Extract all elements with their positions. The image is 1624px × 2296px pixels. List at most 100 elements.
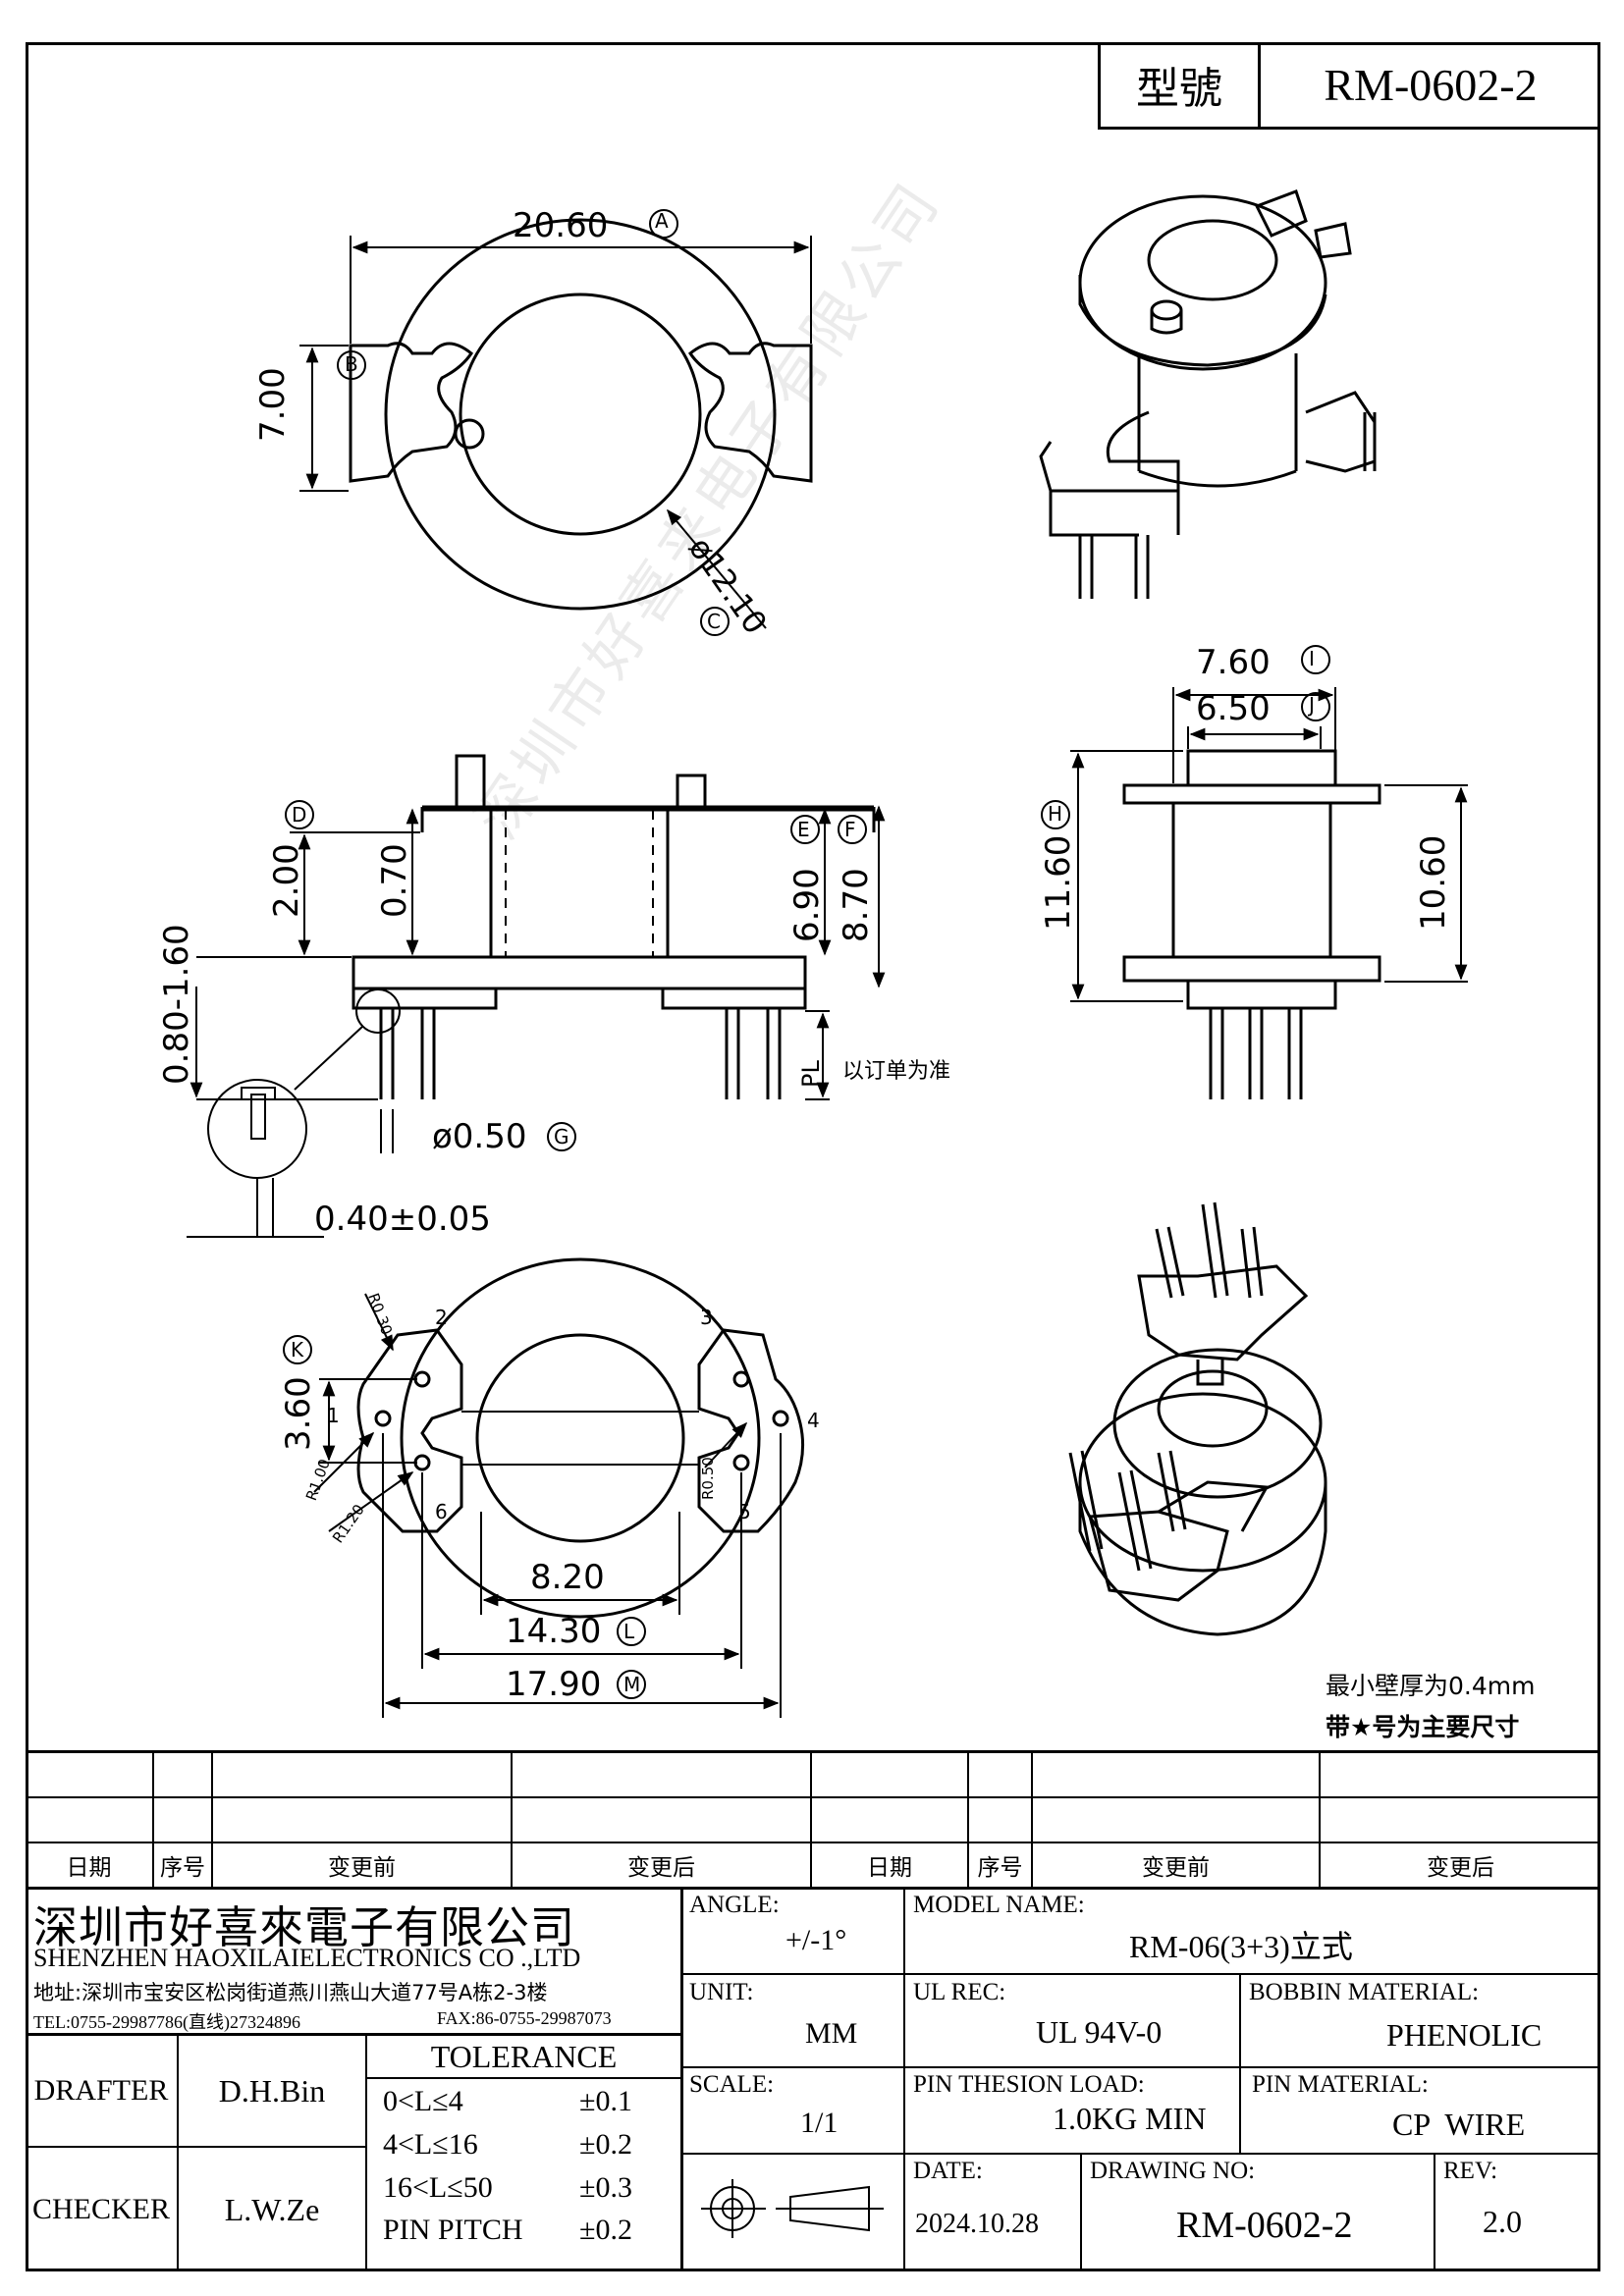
tolerance-value-3: ±0.3: [579, 2171, 632, 2204]
pin-load-label: PIN THESION LOAD:: [913, 2071, 1145, 2098]
dim-i: 7.60: [1196, 643, 1271, 682]
dim-h-tag: H: [1048, 802, 1063, 826]
dim-pin-dia: ø0.50: [432, 1117, 527, 1156]
rev-line-top: [26, 1750, 1600, 1753]
tb-vline-company: [680, 1887, 683, 2271]
model-name-value: RM-06(3+3)立式: [1129, 1929, 1353, 1964]
tolerance-label: TOLERANCE: [367, 2036, 680, 2079]
top-view: [299, 209, 813, 636]
rev-line-2: [26, 1842, 1600, 1843]
dim-l-tag: L: [623, 1620, 635, 1643]
date-value: 2024.10.28: [915, 2209, 1039, 2239]
model-label: 型號: [1098, 42, 1261, 130]
dim-m-tag: M: [623, 1673, 641, 1696]
rev-vline-7: [1319, 1750, 1321, 1887]
tb-vline-angle: [903, 1887, 905, 2271]
drafter-name: D.H.Bin: [218, 2072, 326, 2109]
dim-i-tag: I: [1309, 647, 1315, 670]
dim-pin-range: 0.80-1.60: [157, 924, 196, 1085]
dim-10: 10.60: [1414, 834, 1453, 931]
projection-symbol-icon: [701, 2179, 884, 2238]
dim-l: 14.30: [506, 1612, 602, 1651]
tolerance-value-4: ±0.2: [579, 2214, 632, 2246]
pin-number-4: 4: [807, 1409, 820, 1432]
pin-number-6: 6: [435, 1500, 448, 1523]
isometric-view-bottom: [1068, 1201, 1327, 1636]
side-view: [1041, 645, 1468, 1099]
dim-wall: 0.70: [375, 843, 414, 918]
bobbin-value: PHENOLIC: [1386, 2017, 1543, 2053]
drawing-frame: [26, 42, 1600, 2271]
dim-slot: 0.40±0.05: [314, 1200, 491, 1239]
rev-header-seq-2: 序号: [977, 1855, 1023, 1881]
tb-line-company-bottom: [26, 2033, 683, 2036]
rev-vline-1: [152, 1750, 154, 1887]
tb-line-scale: [680, 2153, 1600, 2155]
dim-m: 17.90: [506, 1665, 602, 1704]
bottom-view: [283, 1257, 805, 1718]
dim-dia-tag: C: [707, 610, 721, 633]
key-note: 带★号为主要尺寸: [1326, 1713, 1520, 1741]
technical-drawings: [187, 189, 1468, 1718]
tb-line-drafter: [26, 2146, 367, 2148]
company-fax: FAX:86-0755-29987073: [437, 2008, 612, 2028]
angle-value: +/-1°: [785, 1924, 847, 1956]
dim-width-tag: A: [655, 209, 669, 233]
tolerance-value-1: ±0.1: [579, 2085, 632, 2117]
rev-value: 2.0: [1483, 2204, 1522, 2239]
pin-number-2: 2: [435, 1306, 448, 1329]
tolerance-range-2: 4<L≤16: [383, 2128, 478, 2161]
dim-width: 20.60: [513, 206, 609, 245]
company-address: 地址:深圳市宝安区松岗街道燕川燕山大道77号A栋2-3楼: [33, 1981, 548, 2004]
date-label: DATE:: [913, 2158, 983, 2184]
scale-value: 1/1: [800, 2107, 839, 2139]
pin-number-3: 3: [700, 1306, 713, 1329]
rev-vline-2: [211, 1750, 213, 1887]
isometric-view-top: [1039, 189, 1377, 599]
wall-note: 最小壁厚为0.4mm: [1326, 1672, 1536, 1700]
rev-header-date-2: 日期: [867, 1855, 912, 1881]
drawing-no-label: DRAWING NO:: [1090, 2158, 1256, 2184]
dim-core-tag: E: [797, 818, 810, 841]
dim-pin-dia-tag: G: [554, 1125, 569, 1148]
checker-name: L.W.Ze: [224, 2191, 320, 2227]
rev-header-after-2: 变更后: [1427, 1855, 1494, 1881]
checker-label: CHECKER: [31, 2193, 170, 2225]
dim-flange: 2.00: [267, 843, 306, 918]
rev-vline-3: [511, 1750, 513, 1887]
dim-h: 11.60: [1039, 834, 1078, 931]
r050-label: R0.50: [699, 1457, 717, 1500]
unit-label: UNIT:: [689, 1979, 754, 2005]
rev-header-after: 变更后: [627, 1855, 695, 1881]
rev-header-seq: 序号: [160, 1855, 205, 1881]
dim-k-tag: K: [291, 1338, 304, 1362]
ul-label: UL REC:: [913, 1979, 1006, 2005]
company-tel: TEL:0755-29987786(直线)27324896: [33, 2012, 300, 2032]
model-label-text: 型號: [1136, 64, 1222, 114]
front-view: [187, 754, 886, 1238]
pin-number-5: 5: [738, 1500, 751, 1523]
model-value: RM-0602-2: [1261, 42, 1600, 130]
pl-note: 以订单为准: [842, 1059, 951, 1084]
tb-vline-rev: [1434, 2153, 1435, 2271]
pin-material-label: PIN MATERIAL:: [1252, 2071, 1429, 2098]
model-value-text: RM-0602-2: [1324, 59, 1538, 110]
rev-vline-4: [810, 1750, 812, 1887]
dim-height: 7.00: [253, 367, 293, 442]
dim-j: 6.50: [1196, 689, 1271, 728]
tolerance-range-4: PIN PITCH: [383, 2214, 523, 2246]
rev-header-date: 日期: [66, 1855, 112, 1881]
rev-line-mid: [26, 1796, 1600, 1798]
company-cn: 深圳市好喜來電子有限公司: [33, 1901, 576, 1953]
ul-value: UL 94V-0: [1036, 2014, 1163, 2050]
tolerance-value-2: ±0.2: [579, 2128, 632, 2161]
pin-load-value: 1.0KG MIN: [1053, 2101, 1207, 2136]
dim-core: 6.90: [787, 868, 827, 942]
rev-header-before: 变更前: [328, 1855, 396, 1881]
angle-label: ANGLE:: [689, 1892, 780, 1918]
dim-height-tag: B: [345, 352, 358, 376]
dim-k: 3.60: [279, 1376, 318, 1451]
tb-line-unit: [680, 2066, 1600, 2068]
tb-line-angle: [680, 1973, 1600, 1975]
